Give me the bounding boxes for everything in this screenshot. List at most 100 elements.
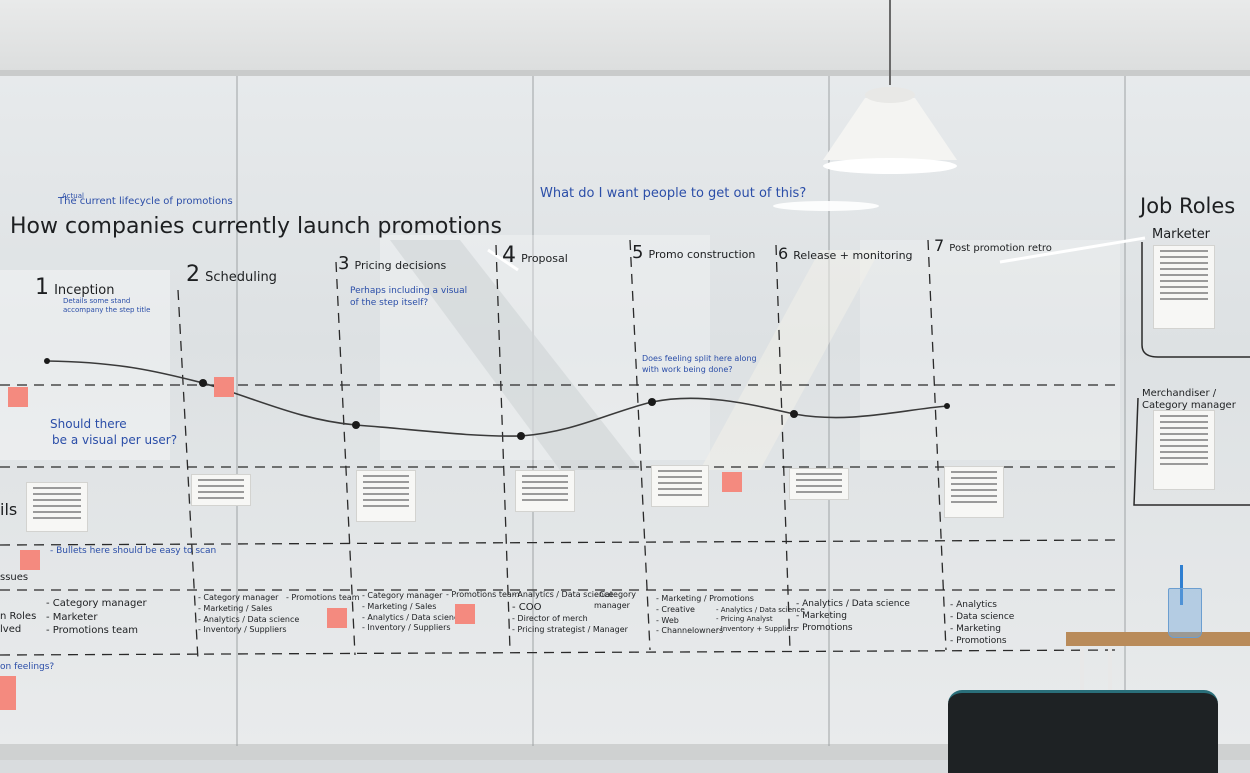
- printed-page: [789, 468, 849, 500]
- pricing-note-line-1: Perhaps including a visual: [350, 286, 468, 296]
- pricing-note-line-2: of the step itself?: [350, 298, 429, 308]
- subtitle: The current lifecycle of promotions: [58, 196, 233, 207]
- sticky-note: [8, 387, 28, 407]
- roles-step-2-extra: - Promotions team: [286, 593, 360, 602]
- role-item: - COO: [512, 601, 542, 613]
- step-label: Inception: [54, 283, 115, 298]
- glass-seam: [1124, 76, 1126, 746]
- bullets-note: - Bullets here should be easy to scan: [50, 546, 217, 556]
- role-item: - Promotions team: [46, 625, 138, 636]
- ceiling-rail: [0, 70, 1250, 76]
- step-label: Proposal: [521, 252, 568, 265]
- roles-step-1: - Category manager - Marketer - Promotio…: [46, 597, 147, 638]
- sticky-note: [327, 608, 347, 628]
- inception-note: Details some stand accompany the step ti…: [63, 297, 151, 314]
- role-item: - Analytics / Data science: [362, 612, 464, 622]
- roles-step-3: - Category manager - Marketing / Sales -…: [362, 591, 463, 634]
- feeling-note-line-2: with work being done?: [642, 365, 733, 374]
- lamp-reflection: [773, 201, 879, 211]
- role-item: - Inventory / Suppliers: [198, 625, 287, 635]
- sticky-note: [214, 377, 234, 397]
- role-item: - Creative: [656, 604, 695, 614]
- feeling-note-line-1: Does feeling split here along: [642, 354, 757, 363]
- printed-page: [356, 470, 416, 522]
- step-header-1: 1 Inception: [35, 275, 114, 300]
- left-fragment-roles: n Roles: [0, 611, 37, 622]
- role-item: - Analytics / Data science: [512, 590, 614, 599]
- step-number: 1: [35, 275, 49, 300]
- role-item: - Category manager: [198, 593, 279, 602]
- left-fragment-issues: ssues: [0, 572, 29, 583]
- job-role-merchandiser: Merchandiser / Category manager: [1142, 388, 1236, 411]
- printed-page: [26, 482, 88, 532]
- step-number: 4: [502, 243, 516, 268]
- step-header-3: 3 Pricing decisions: [338, 253, 446, 274]
- straw: [1180, 565, 1183, 605]
- step-label: Release + monitoring: [793, 249, 913, 262]
- roles-step-5-extra: - Analytics / Data science - Pricing Ana…: [716, 606, 805, 634]
- role-item: - Category manager: [46, 598, 147, 609]
- roles-step-2: - Category manager - Marketing / Sales -…: [198, 593, 299, 636]
- step-label: Promo construction: [648, 248, 756, 261]
- roles-step-3-extra: - Promotions team: [446, 590, 520, 599]
- role-item: - Marketing: [950, 624, 1001, 635]
- role-item: - Promotions: [950, 636, 1007, 647]
- roles-step-4: - Analytics / Data science - COO - Direc…: [512, 590, 628, 636]
- step-label: Scheduling: [205, 270, 277, 285]
- goal-question: What do I want people to get out of this…: [540, 186, 807, 201]
- main-title: How companies currently launch promotion…: [10, 214, 502, 239]
- role-item: - Promotions: [796, 623, 853, 634]
- role-item: - Channelowners: [656, 626, 724, 636]
- role-item: - Marketing / Sales: [362, 601, 437, 611]
- sticky-note: [0, 676, 16, 710]
- whiteboard-wall: [0, 76, 1250, 746]
- drink-cup: [1168, 588, 1202, 638]
- visual-question-line-2: be a visual per user?: [52, 433, 178, 447]
- glass-seam: [236, 76, 238, 746]
- role-item: - Data science: [950, 612, 1015, 623]
- printed-page: [515, 470, 575, 512]
- role-item: - Category manager: [362, 591, 443, 600]
- table-leg: [1108, 644, 1112, 704]
- role-item: - Marketer: [46, 611, 98, 623]
- printed-page: [1153, 410, 1215, 490]
- step-number: 3: [338, 253, 350, 274]
- role-item: - Analytics / Data science: [716, 606, 805, 614]
- step-number: 5: [632, 242, 644, 263]
- side-table: [1066, 632, 1250, 646]
- role-item: - Analytics: [950, 600, 997, 610]
- printed-page: [191, 474, 251, 506]
- step-header-2: 2 Scheduling: [186, 262, 277, 287]
- left-fragment-details: ils: [0, 500, 18, 519]
- roles-step-4-extra: - Category manager: [594, 590, 636, 610]
- printed-page: [1153, 245, 1215, 329]
- table-leg: [1080, 644, 1084, 704]
- step-header-6: 6 Release + monitoring: [778, 244, 913, 263]
- step-number: 7: [934, 236, 945, 255]
- role-item: - Inventory / Suppliers: [362, 623, 451, 633]
- role-item: - Marketing / Sales: [198, 603, 273, 613]
- step-label: Post promotion retro: [949, 243, 1052, 254]
- role-item: - Pricing strategist / Manager: [512, 625, 628, 635]
- step-label: Pricing decisions: [354, 259, 447, 272]
- step-number: 6: [778, 244, 789, 263]
- step-header-4: 4 Proposal: [502, 243, 568, 268]
- visual-question-line-1: Should there: [50, 417, 127, 431]
- glass-seam: [828, 76, 830, 746]
- roles-step-6: - Analytics / Data science - Marketing -…: [796, 598, 910, 634]
- role-item: - Inventory + Suppliers: [716, 624, 797, 633]
- step-header-5: 5 Promo construction: [632, 242, 755, 263]
- role-item: - Analytics / Data science: [198, 614, 300, 624]
- subtitle-prefix: Actual: [62, 192, 84, 200]
- role-item: - Analytics / Data science: [796, 599, 910, 609]
- role-item: - Marketing / Promotions: [656, 594, 754, 603]
- step-header-7: 7 Post promotion retro: [934, 236, 1052, 255]
- role-item: - Director of merch: [512, 614, 588, 624]
- ceiling: [0, 0, 1250, 72]
- job-role-marketer: Marketer: [1152, 227, 1211, 242]
- role-item: - Pricing Analyst: [716, 615, 773, 624]
- floor: [0, 744, 1250, 760]
- left-fragment-involved: lved: [0, 624, 22, 635]
- left-fragment-feelings: on feelings?: [0, 662, 55, 672]
